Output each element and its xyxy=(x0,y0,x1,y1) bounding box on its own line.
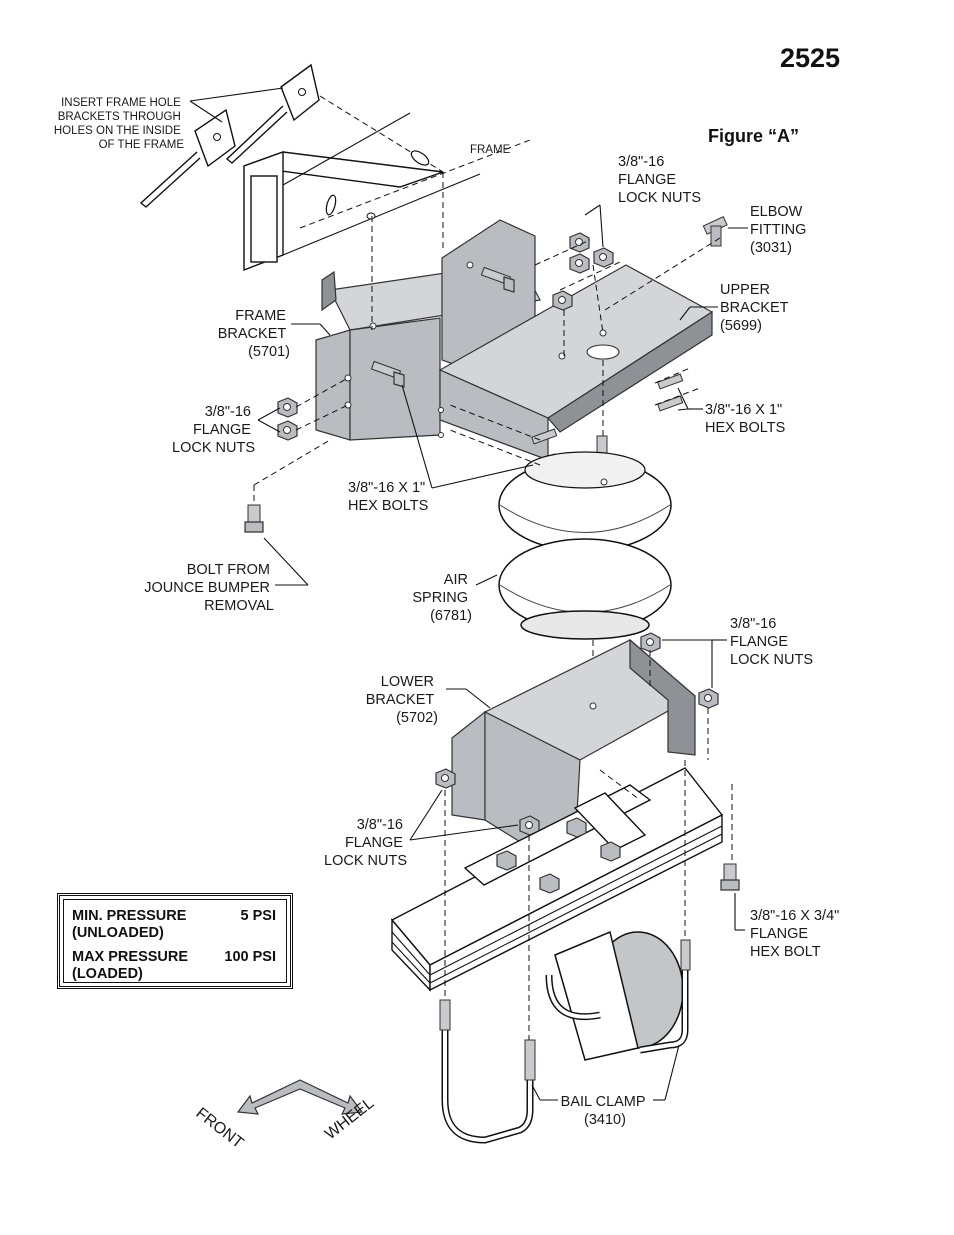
top-lock-nuts-label: 3/8"-16 FLANGE LOCK NUTS xyxy=(618,154,701,206)
min-pressure-label: MIN. PRESSURE xyxy=(72,908,187,924)
flange-lock-nut-left-1 xyxy=(277,397,298,418)
air-spring-label: AIR SPRING (6781) xyxy=(412,572,472,624)
flange-lock-nut-lower-right-1 xyxy=(640,632,661,653)
min-pressure-row: MIN. PRESSURE (UNLOADED) 5 PSI xyxy=(72,908,276,942)
max-pressure-label: MAX PRESSURE xyxy=(72,949,189,965)
max-pressure-value: 100 PSI xyxy=(224,949,276,965)
axle-nut-1 xyxy=(496,850,517,871)
hex-bolt-center-1 xyxy=(531,428,558,445)
leader-lines xyxy=(189,87,748,1101)
max-pressure-condition: (LOADED) xyxy=(72,966,143,982)
upper-bracket-label: UPPER BRACKET (5699) xyxy=(720,282,792,334)
lower-left-lock-nuts-label: 3/8"-16 FLANGE LOCK NUTS xyxy=(324,817,407,869)
center-hex-bolts-label: 3/8"-16 X 1" HEX BOLTS xyxy=(348,480,429,514)
jounce-bolt-label: BOLT FROM JOUNCE BUMPER REMOVAL xyxy=(144,562,274,614)
bail-clamp-3410 xyxy=(439,939,691,1144)
flange-lock-nut-top-3 xyxy=(593,247,614,268)
upper-bracket-5699 xyxy=(438,264,714,461)
hex-bolt-frame-lower xyxy=(370,360,405,388)
lower-right-lock-nuts-label: 3/8"-16 FLANGE LOCK NUTS xyxy=(730,616,813,668)
min-pressure-value: 5 PSI xyxy=(240,908,276,924)
elbow-fitting xyxy=(702,216,728,247)
flange-lock-nut-top-4 xyxy=(552,290,573,311)
lower-bracket-5702 xyxy=(451,638,697,851)
hex-bolt-right-1 xyxy=(657,373,684,390)
direction-arrow xyxy=(236,1079,364,1115)
flange-lock-nut-lower-left-1 xyxy=(435,768,456,789)
leaf-spring-axle xyxy=(390,767,724,1061)
hex-bolt-frame-upper xyxy=(480,266,515,293)
right-hex-bolts-label: 3/8"-16 X 1" HEX BOLTS xyxy=(705,402,786,436)
frame-rail xyxy=(243,95,531,272)
pressure-spec-box: MIN. PRESSURE (UNLOADED) 5 PSI MAX PRESS… xyxy=(57,893,293,989)
flange-hex-bolt-label: 3/8"-16 X 3/4" FLANGE HEX BOLT xyxy=(750,908,843,960)
lower-bracket-label: LOWER BRACKET (5702) xyxy=(366,674,438,726)
frame-label: FRAME xyxy=(470,144,511,156)
flange-lock-nut-top-1 xyxy=(569,232,590,253)
figure-title: Figure “A” xyxy=(708,126,799,146)
frame-bracket-label: FRAME BRACKET (5701) xyxy=(218,308,290,360)
part-number: 2525 xyxy=(780,43,840,73)
flange-lock-nut-left-2 xyxy=(277,420,298,441)
frame-hole-brackets xyxy=(139,63,320,208)
left-lock-nuts-label: 3/8"-16 FLANGE LOCK NUTS xyxy=(172,404,255,456)
flange-lock-nut-lower-right-2 xyxy=(698,688,719,709)
flange-hex-bolt xyxy=(720,863,740,891)
air-spring-6781 xyxy=(498,451,672,705)
insert-frame-brackets-note: INSERT FRAME HOLE BRACKETS THROUGH HOLES… xyxy=(54,97,184,151)
min-pressure-condition: (UNLOADED) xyxy=(72,925,164,941)
elbow-fitting-label: ELBOW FITTING (3031) xyxy=(750,204,810,256)
axle-nut-3 xyxy=(600,841,621,862)
jounce-bolt xyxy=(244,504,264,533)
alignment-lines xyxy=(253,216,733,1040)
axle-nut-4 xyxy=(566,817,587,838)
hex-bolt-right-2 xyxy=(657,395,684,412)
flange-lock-nut-top-2 xyxy=(569,253,590,274)
axle-nut-2 xyxy=(539,873,560,894)
max-pressure-row: MAX PRESSURE (LOADED) 100 PSI xyxy=(72,949,276,983)
frame-bracket-5701 xyxy=(315,219,541,441)
bail-clamp-label: BAIL CLAMP (3410) xyxy=(561,1094,650,1128)
